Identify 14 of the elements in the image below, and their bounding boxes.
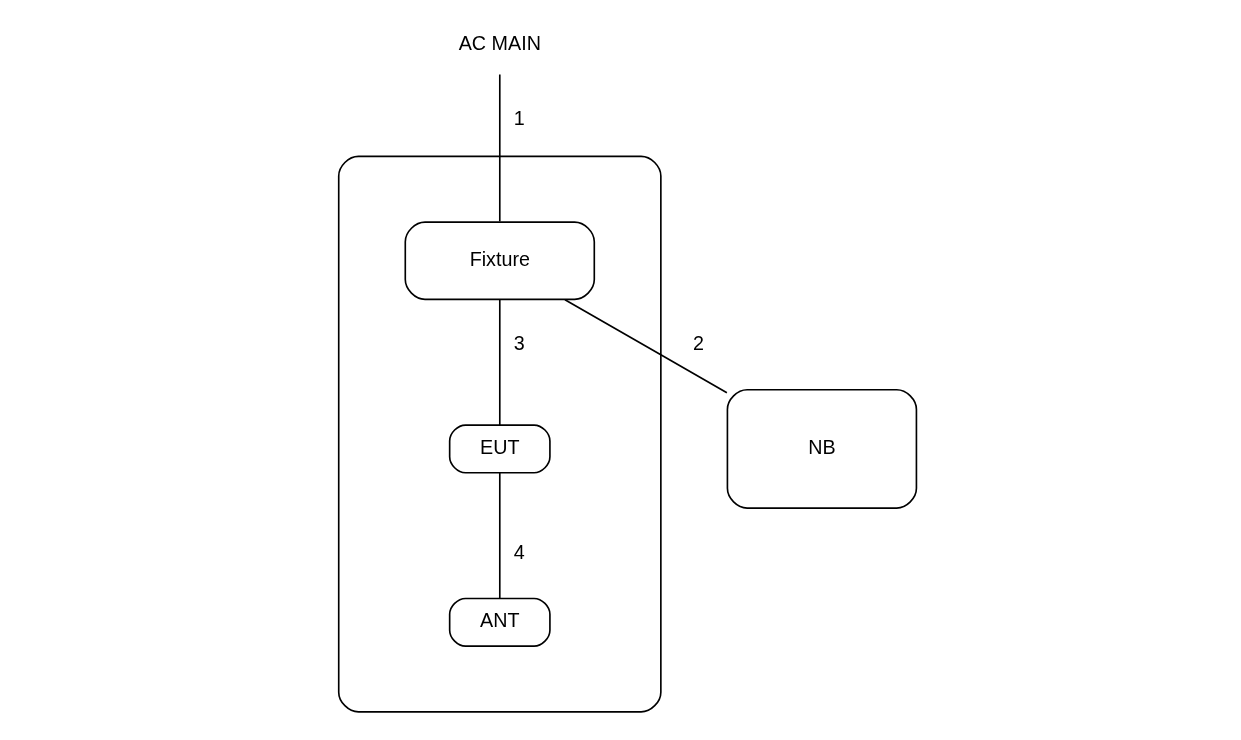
edge-label: 1 [513,107,525,130]
edge-label: 2 [692,332,704,355]
node-box: Fixture [403,221,595,301]
edge-label: 3 [513,332,525,355]
cluster [337,155,662,713]
node-box: EUT [448,424,551,474]
connector [498,471,501,600]
edge-label: 4 [513,541,525,564]
node-box: ANT [448,597,551,647]
node-text: AC MAIN [458,31,541,54]
connector [563,298,728,394]
connector [498,298,501,426]
connector [498,73,501,223]
node-box: NB [726,388,917,509]
